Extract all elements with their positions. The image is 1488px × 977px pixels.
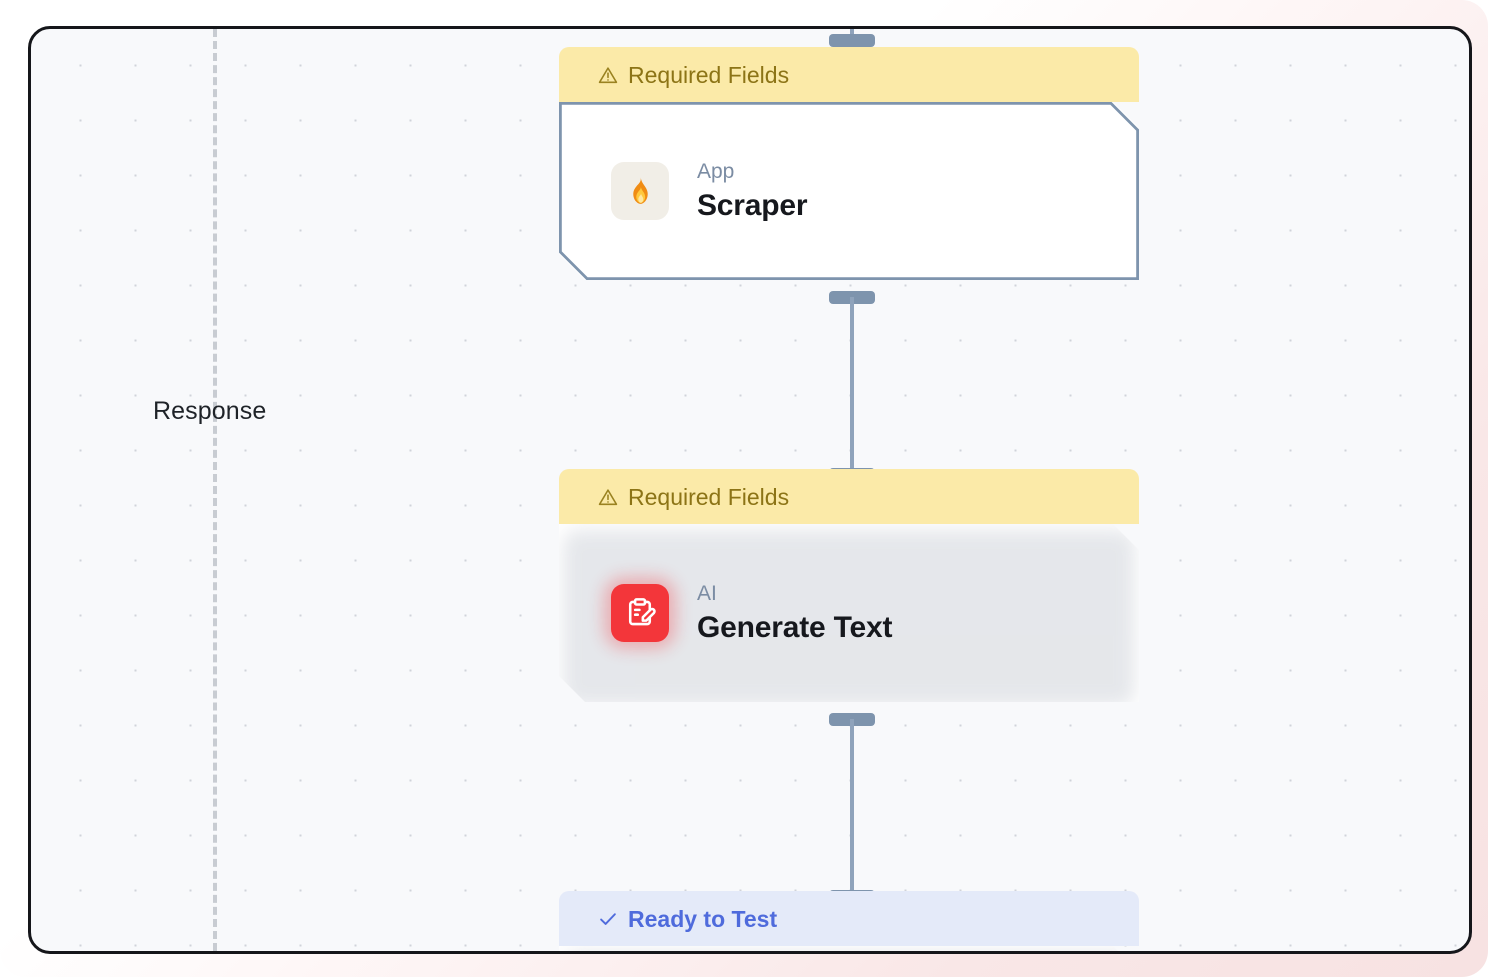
node-text-block: App Scraper [697,161,807,222]
lane-label-response: Response [153,397,267,425]
node-body-ready[interactable] [559,946,1139,954]
node-title-scraper: Scraper [697,188,808,222]
workflow-node-ready[interactable]: Ready to Test [559,891,1139,954]
node-text-block: AI Generate Text [697,583,892,644]
node-title-generate-text: Generate Text [697,610,893,644]
check-icon [597,908,619,930]
node-status-banner-ready-to-test: Ready to Test [559,891,1139,946]
node-body-scraper[interactable]: App Scraper [559,102,1139,280]
node-body-generate-text[interactable]: AI Generate Text [559,524,1139,702]
workflow-canvas[interactable]: Response Required Fields [28,26,1472,954]
warning-triangle-icon [597,486,619,508]
node-status-label: Required Fields [628,484,790,510]
node-status-label: Required Fields [628,62,790,88]
warning-triangle-icon [597,64,619,86]
lane-divider-dashed-line [213,29,217,951]
flame-icon [611,162,669,220]
connector-handle-scraper-in[interactable] [829,34,875,47]
node-status-banner-required-fields: Required Fields [559,47,1139,102]
connector-stem-1 [850,297,854,475]
node-status-banner-required-fields: Required Fields [559,469,1139,524]
node-kicker-app: App [697,159,735,183]
workflow-node-scraper[interactable]: Required Fields App Scraper [559,47,1139,280]
node-drop-shadow [563,952,1135,954]
clipboard-pencil-icon [611,584,669,642]
node-status-label: Ready to Test [628,906,778,932]
connector-stem-2 [850,719,854,897]
node-kicker-ai: AI [697,581,717,605]
workflow-node-generate-text[interactable]: Required Fields AI Generate T [559,469,1139,702]
